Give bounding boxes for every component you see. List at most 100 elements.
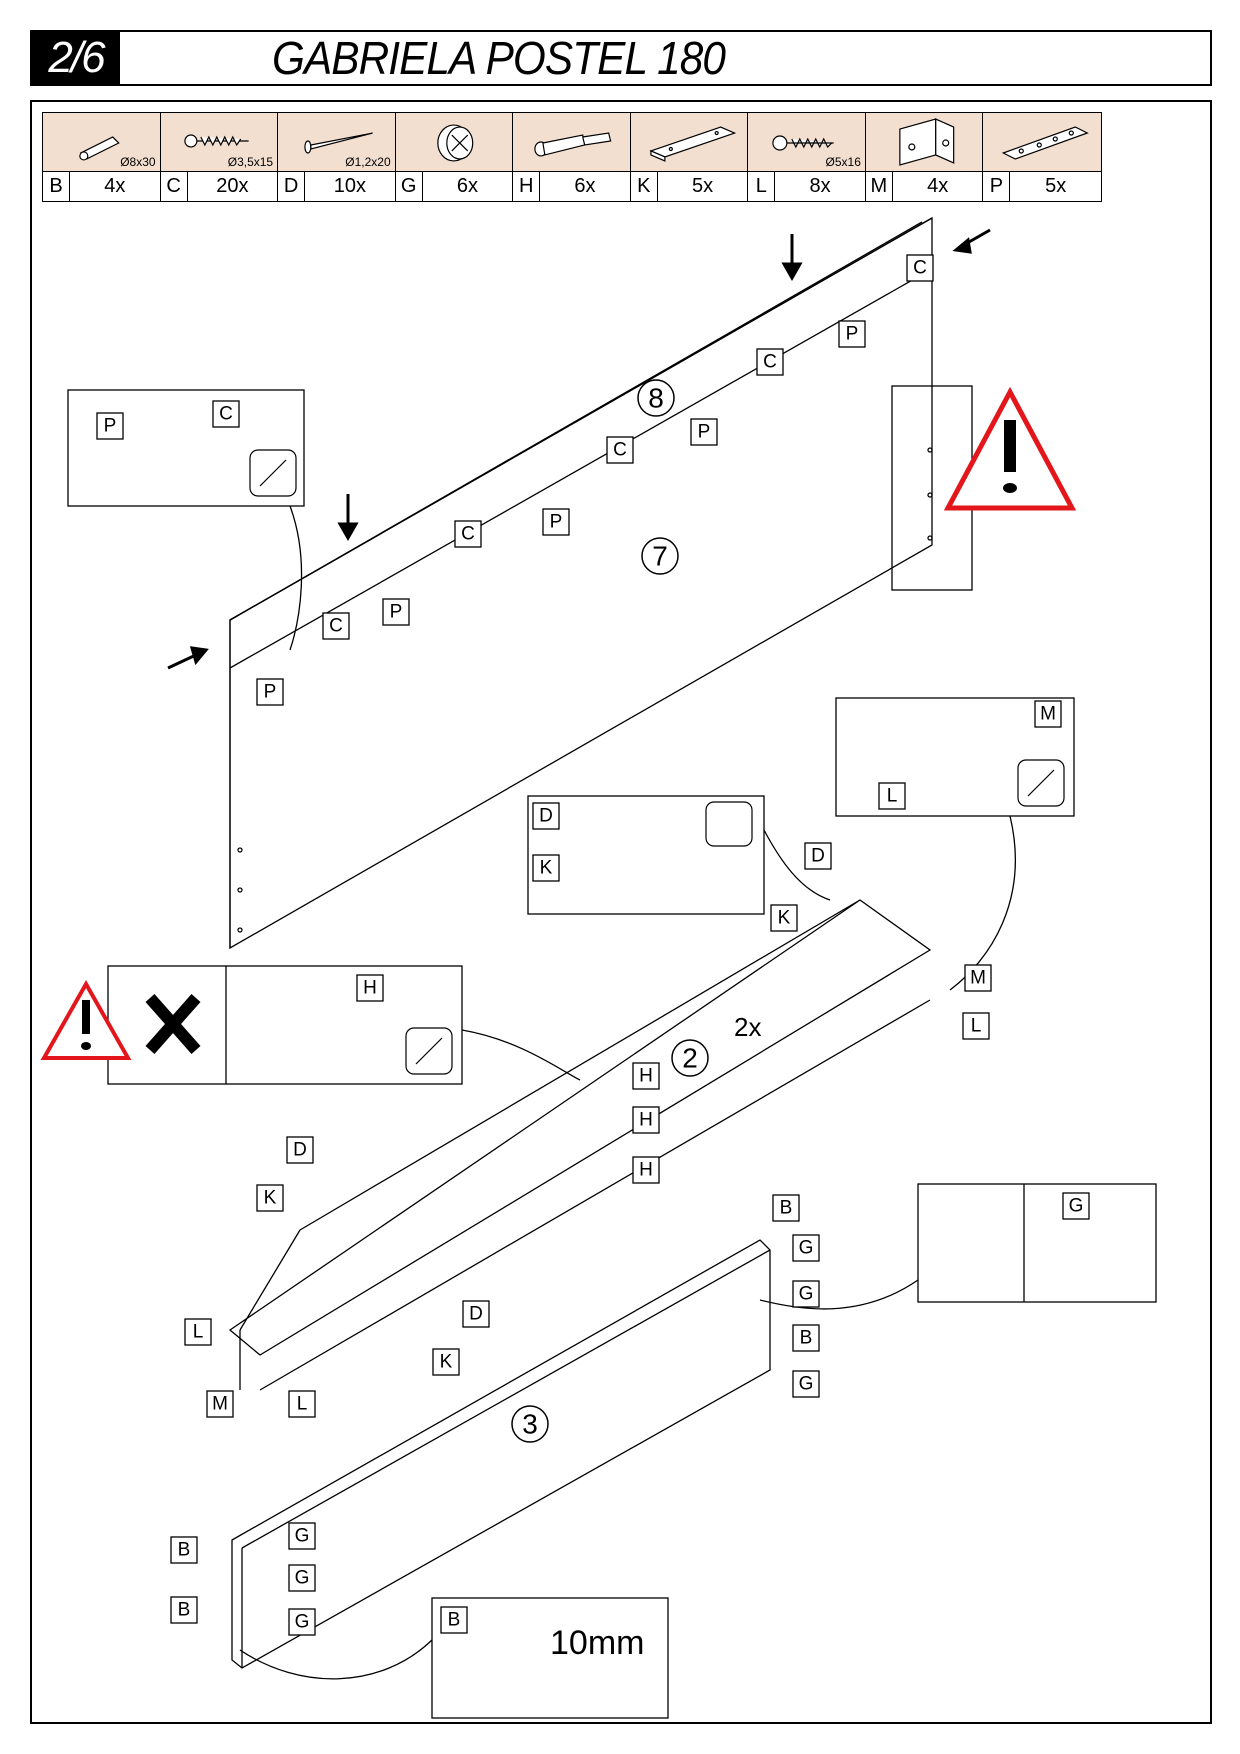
svg-text:B: B <box>178 1540 191 1561</box>
step-badge-front: 3 <box>511 1405 549 1443</box>
step-badge-side: 2 <box>671 1039 709 1077</box>
cam-bolt-icon <box>513 113 630 172</box>
screw-icon: Ø5x16 <box>748 113 865 172</box>
warning-icon <box>40 979 132 1060</box>
callout-d: D <box>804 842 832 870</box>
callout-b: B <box>792 1324 820 1352</box>
inset-bracket-detail <box>835 697 1075 817</box>
step-badge-rail: 8 <box>637 379 675 417</box>
callout-k: K <box>770 904 798 932</box>
callout-g: G <box>288 1608 316 1636</box>
inset-plate-detail <box>67 389 305 507</box>
svg-text:G: G <box>799 1284 814 1305</box>
plank-icon <box>630 113 748 172</box>
callout-b: B <box>170 1536 198 1564</box>
callout-b: B <box>170 1596 198 1624</box>
callout-c: C <box>454 520 482 548</box>
callout-g: G <box>792 1234 820 1262</box>
cross-mark-icon <box>145 994 201 1054</box>
svg-text:G: G <box>799 1374 814 1395</box>
callout-l: L <box>288 1390 316 1418</box>
callout-d: D <box>462 1300 490 1328</box>
svg-text:M: M <box>1040 704 1056 725</box>
svg-text:C: C <box>763 352 777 373</box>
svg-text:B: B <box>178 1600 191 1621</box>
side-rail <box>228 899 932 1356</box>
callout-g: G <box>288 1564 316 1592</box>
svg-text:P: P <box>104 416 117 437</box>
warning-icon <box>943 386 1077 511</box>
callout-g: G <box>288 1522 316 1550</box>
svg-text:L: L <box>971 1016 982 1037</box>
svg-text:D: D <box>539 806 553 827</box>
svg-text:G: G <box>295 1568 310 1589</box>
callout-c: C <box>756 348 784 376</box>
callout-d: D <box>532 802 560 830</box>
callout-g: G <box>792 1280 820 1308</box>
front-board <box>231 1239 771 1669</box>
callout-k: K <box>432 1348 460 1376</box>
screw-icon: Ø3,5x15 <box>160 113 278 172</box>
callout-g: G <box>792 1370 820 1398</box>
svg-text:G: G <box>295 1526 310 1547</box>
callout-p: P <box>96 412 124 440</box>
callout-c: C <box>322 612 350 640</box>
measurement-label: 10mm <box>550 1624 644 1662</box>
callout-c: C <box>906 254 934 282</box>
side-count: 2x <box>734 1012 761 1042</box>
svg-text:2: 2 <box>682 1043 698 1074</box>
svg-text:H: H <box>639 1160 653 1181</box>
svg-text:K: K <box>264 1188 277 1209</box>
inset-cam-detail <box>917 1183 1157 1303</box>
svg-text:P: P <box>846 324 859 345</box>
svg-text:C: C <box>613 440 627 461</box>
mounting-plate-icon <box>983 113 1101 172</box>
svg-text:M: M <box>970 968 986 989</box>
svg-text:L: L <box>887 786 898 807</box>
callout-d: D <box>286 1136 314 1164</box>
svg-text:C: C <box>219 404 233 425</box>
svg-text:G: G <box>1069 1196 1084 1217</box>
callout-h: H <box>356 974 384 1002</box>
drawing-frame <box>30 100 1212 1724</box>
hook-icon <box>705 801 753 847</box>
svg-text:8: 8 <box>648 383 664 414</box>
callout-g: G <box>1062 1192 1090 1220</box>
svg-text:C: C <box>461 524 475 545</box>
callout-m: M <box>1034 700 1062 728</box>
callout-l: L <box>962 1012 990 1040</box>
svg-text:3: 3 <box>522 1409 538 1440</box>
dowel-icon: Ø8x30 <box>43 113 160 172</box>
svg-text:L: L <box>193 1322 204 1343</box>
callout-k: K <box>532 854 560 882</box>
svg-text:P: P <box>550 512 563 533</box>
svg-text:D: D <box>811 846 825 867</box>
cam-lock-icon <box>395 113 513 172</box>
inset-nail-detail <box>527 795 765 915</box>
callout-m: M <box>964 964 992 992</box>
svg-text:P: P <box>390 602 403 623</box>
callout-b: B <box>440 1606 468 1634</box>
callout-p: P <box>838 320 866 348</box>
callout-h: H <box>632 1062 660 1090</box>
svg-text:K: K <box>778 908 791 929</box>
svg-text:H: H <box>363 978 377 999</box>
step-badge-panel: 7 <box>641 537 679 575</box>
rail-line <box>229 269 931 669</box>
svg-text:K: K <box>440 1352 453 1373</box>
nail-icon: Ø1,2x20 <box>278 113 395 172</box>
svg-text:H: H <box>639 1110 653 1131</box>
svg-text:P: P <box>698 422 711 443</box>
svg-text:B: B <box>448 1610 461 1631</box>
callout-m: M <box>206 1390 234 1418</box>
document-title: GABRIELA POSTEL 180 <box>272 32 726 84</box>
svg-text:C: C <box>913 258 927 279</box>
svg-text:G: G <box>295 1612 310 1633</box>
callout-k: K <box>256 1184 284 1212</box>
svg-text:C: C <box>329 616 343 637</box>
